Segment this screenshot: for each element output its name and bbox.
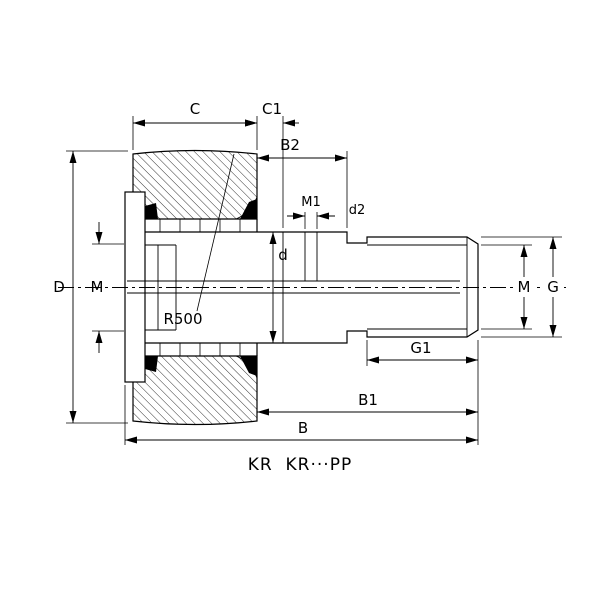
- label-mask: [543, 277, 563, 297]
- seal-recess-arc-bottom: [235, 355, 258, 379]
- dimension-label-d: d: [278, 246, 288, 264]
- dimension-label-b2: B2: [280, 136, 300, 154]
- roller-top-section: [132, 149, 258, 220]
- dimension-label-r500: R500: [163, 310, 202, 328]
- dimension-label-d2: d2: [349, 203, 366, 218]
- roller-bottom-section: [132, 355, 258, 426]
- seal-recess-arc-top: [235, 196, 258, 220]
- label-mask: [514, 277, 534, 297]
- dimension-label-c1: C1: [262, 100, 282, 118]
- seal-bottom-left: [145, 356, 158, 372]
- dimension-label-b1: B1: [358, 391, 378, 409]
- dimension-label-big-d: D: [53, 278, 65, 296]
- end-plate: [124, 191, 146, 383]
- dimension-label-g1: G1: [410, 339, 431, 357]
- drawing-title: KR KR···PP: [248, 455, 352, 475]
- part-geometry: [58, 149, 566, 426]
- dimension-label-m-left: M: [91, 278, 104, 296]
- dimensions: C C1 B2 M1 d2 d D M R500 G: [53, 100, 563, 445]
- seal-top-left: [145, 203, 158, 219]
- dimension-label-m-right: M: [518, 278, 531, 296]
- dimension-label-c: C: [190, 100, 200, 118]
- dimension-label-g: G: [547, 278, 559, 296]
- dimension-label-b: B: [298, 419, 308, 437]
- dimension-label-m1: M1: [301, 195, 321, 210]
- r500-leader-line: [196, 153, 235, 312]
